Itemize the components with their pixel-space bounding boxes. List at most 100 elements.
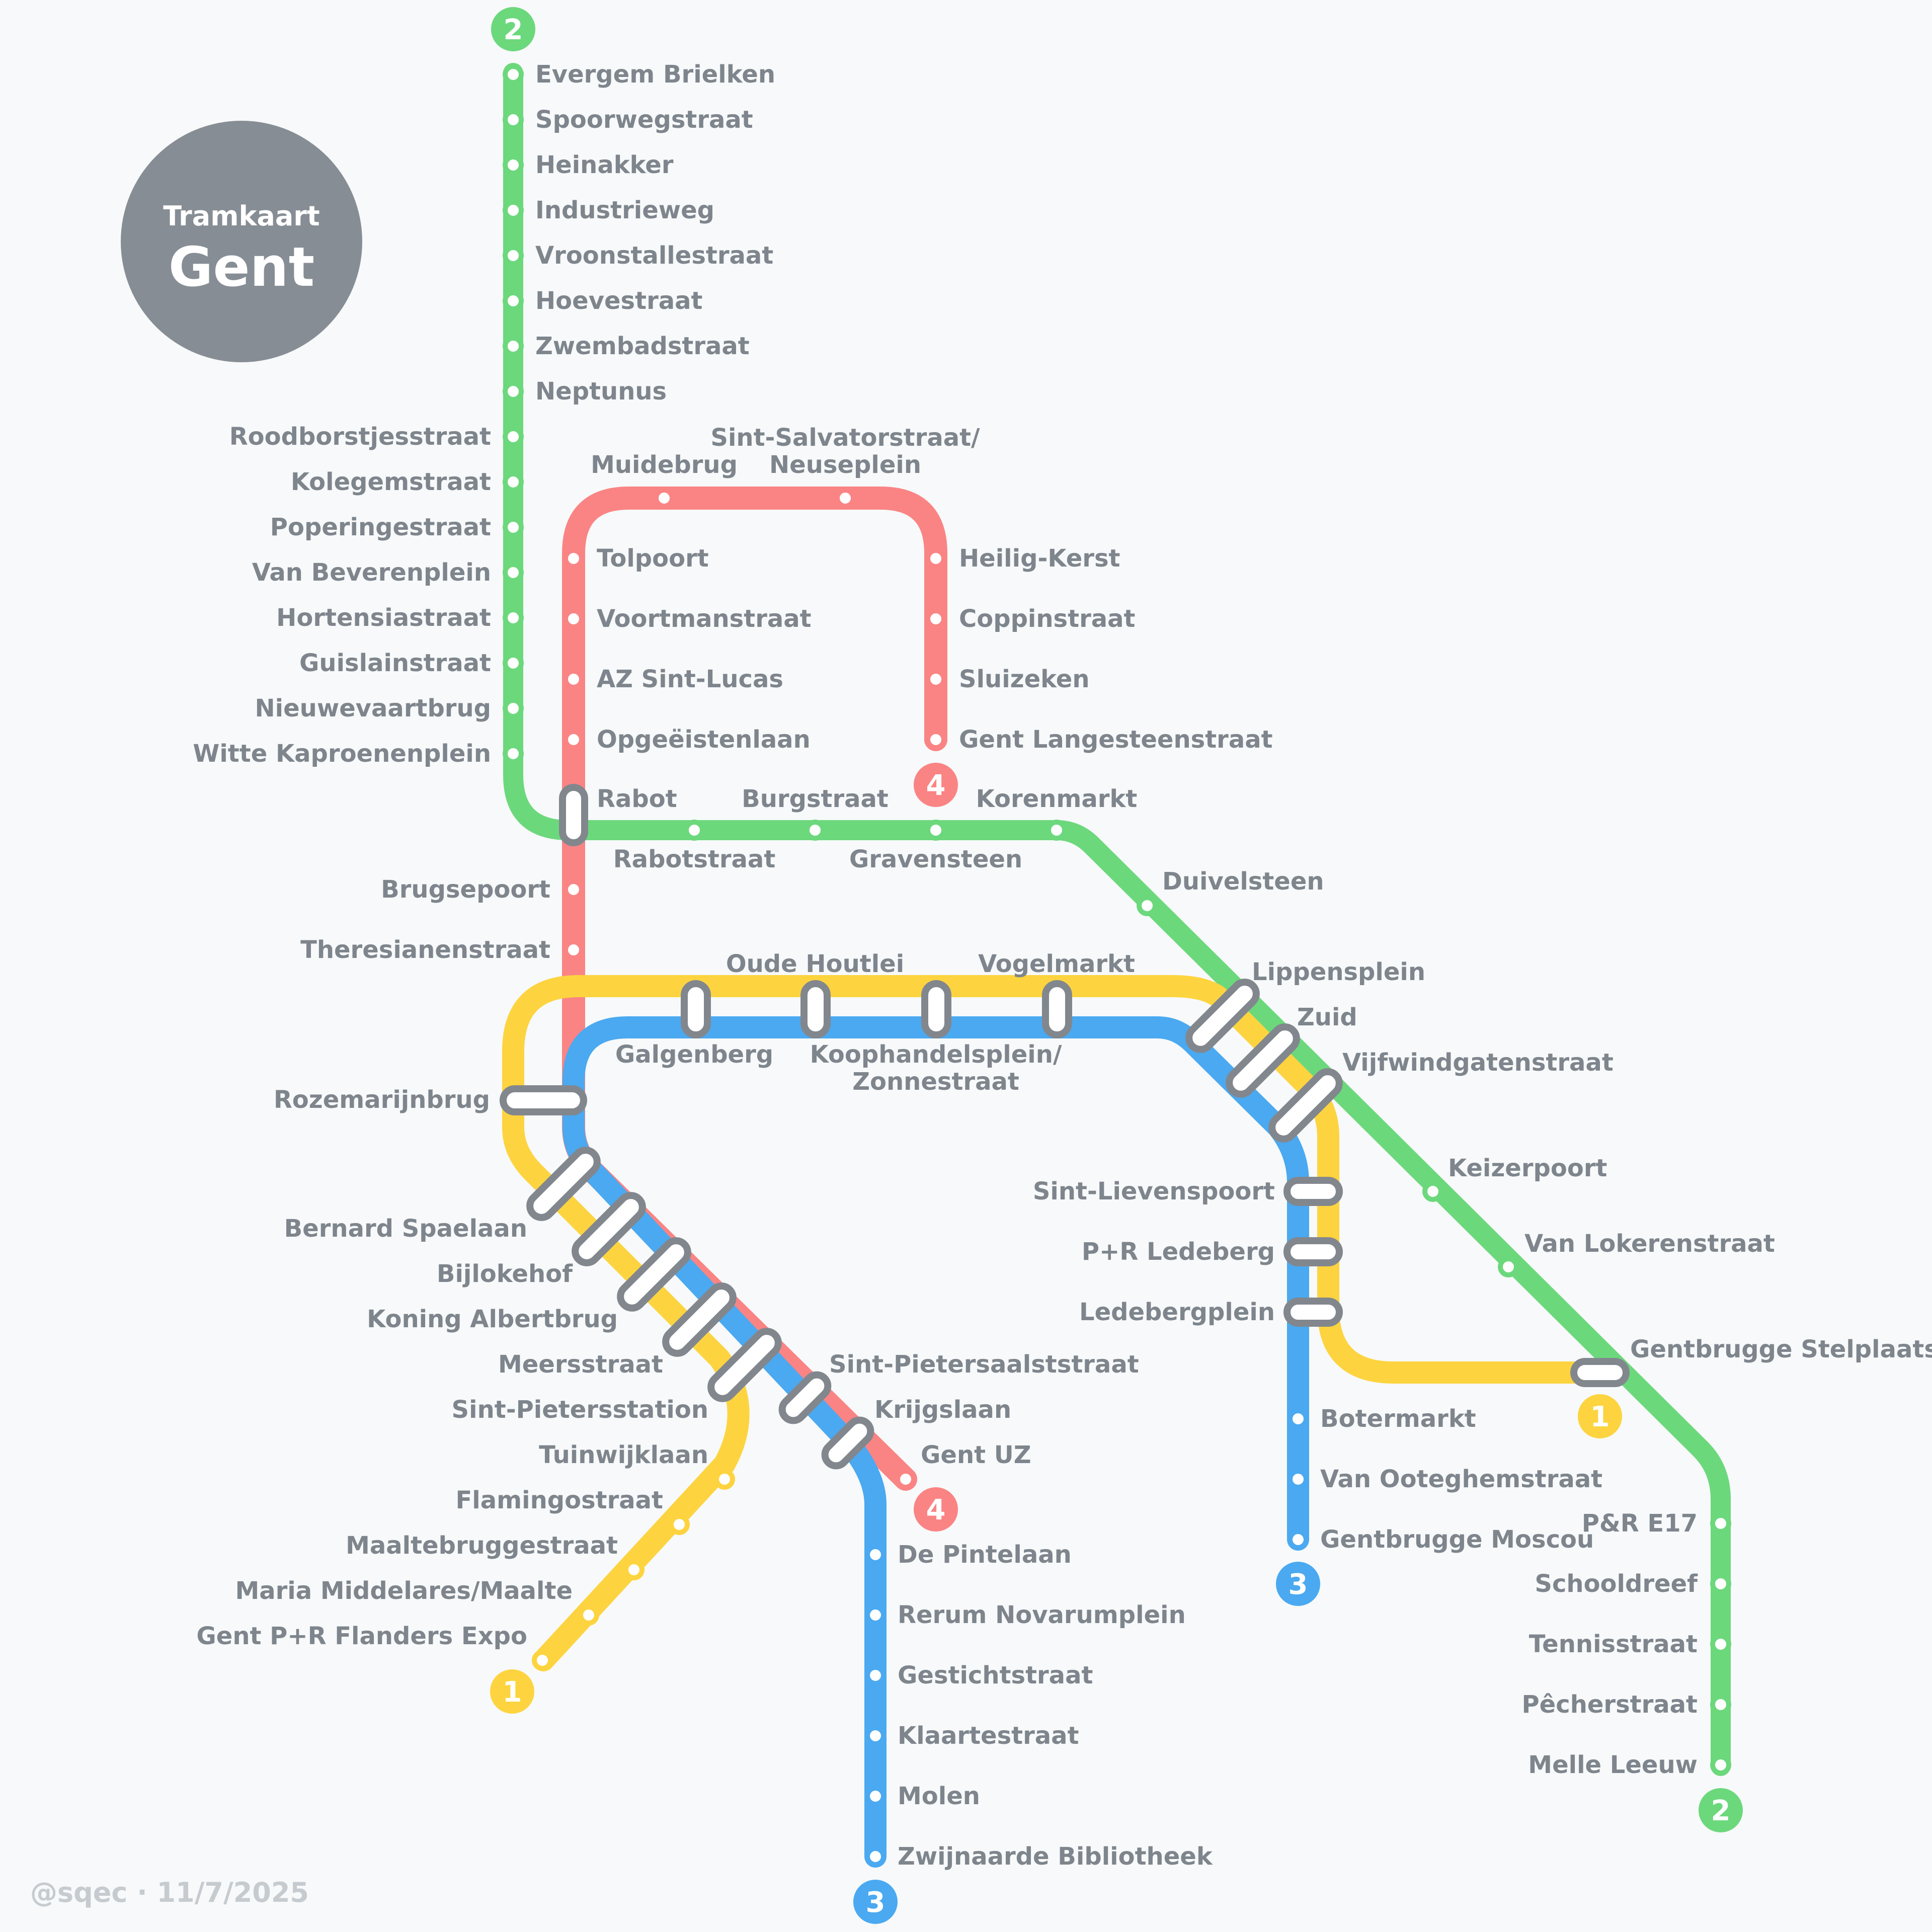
station-dot	[503, 517, 524, 538]
terminus-badge-line-3-east: 3	[1276, 1562, 1320, 1606]
station-dot	[865, 1786, 886, 1807]
station-label: Keizerpoort	[1448, 1154, 1607, 1182]
station-dot	[503, 426, 524, 447]
station-label: Tennisstraat	[1529, 1630, 1698, 1658]
station-dot	[503, 245, 524, 266]
station-label: Theresianenstraat	[300, 936, 550, 964]
station-dot	[1710, 1573, 1731, 1594]
station-label: Heilig-Kerst	[959, 544, 1120, 573]
interchange-koning-albertbrug	[617, 1237, 691, 1312]
interchanges	[500, 784, 1630, 1470]
station-label: Maaltebruggestraat	[346, 1532, 618, 1560]
station-dot	[669, 1514, 690, 1535]
station-label: Spoorwegstraat	[535, 106, 753, 134]
station-label: Van Ooteghemstraat	[1320, 1465, 1602, 1493]
station-dot	[503, 743, 524, 764]
title-small: Tramkaart	[163, 200, 319, 232]
station-label: Roodborstjesstraat	[229, 423, 491, 451]
station-label: Van Lokerenstraat	[1524, 1230, 1775, 1258]
title-big: Gent	[169, 236, 314, 299]
station-label: Bijlokehof	[437, 1260, 573, 1288]
station-label: Molen	[898, 1782, 980, 1810]
station-dot	[865, 1665, 886, 1686]
station-dot	[804, 820, 826, 841]
station-dot	[1287, 1529, 1309, 1550]
station-dot	[503, 471, 524, 493]
station-dot	[563, 729, 584, 750]
station-label: Gent Langesteenstraat	[959, 726, 1273, 754]
station-label: P&R E17	[1582, 1509, 1698, 1538]
station-dot	[1287, 1469, 1309, 1490]
badge-number: 3	[1289, 1568, 1308, 1601]
station-dot	[925, 820, 946, 841]
station-label: Rabot	[597, 785, 677, 813]
station-dot	[578, 1604, 599, 1626]
station-dot	[1287, 1408, 1309, 1429]
station-dot	[865, 1544, 886, 1565]
station-dot	[503, 562, 524, 583]
station-label: Koning Albertbrug	[367, 1305, 618, 1333]
station-label: Duivelsteen	[1162, 867, 1324, 896]
station-label: AZ Sint-Lucas	[597, 665, 783, 693]
station-label: Gentbrugge Stelplaats	[1630, 1335, 1932, 1363]
station-label: Rozemarijnbrug	[274, 1086, 490, 1114]
station-label: Oude Houtlei	[726, 950, 904, 978]
interchange-sint-pietersstation	[707, 1328, 782, 1402]
station-label: Bernard Spaelaan	[284, 1215, 527, 1243]
interchange-sint-lievenspoort	[1283, 1177, 1343, 1206]
station-label: Muidebrug	[591, 451, 738, 479]
terminus-badge-line-2-south: 2	[1699, 1788, 1743, 1832]
station-label: Zuid	[1297, 1003, 1357, 1031]
station-dot	[1710, 1754, 1731, 1776]
interchange-gentbrugge-stelplaats	[1570, 1358, 1630, 1387]
station-label: Schooldreef	[1535, 1570, 1698, 1598]
station-dot	[563, 608, 584, 629]
station-label: Krijgslaan	[874, 1396, 1011, 1424]
station-label: Flamingostraat	[455, 1486, 663, 1514]
station-label: Meersstraat	[498, 1350, 663, 1379]
station-dot	[563, 879, 584, 900]
interchange-lippensplein	[1185, 979, 1260, 1053]
interchange-oude-houtlei	[800, 980, 831, 1038]
station-label: Sluizeken	[959, 665, 1090, 693]
station-label: Neuseplein	[769, 451, 921, 479]
station-label: Burgstraat	[742, 785, 889, 813]
station-dot	[865, 1725, 886, 1746]
badge-number: 1	[503, 1676, 522, 1709]
station-label: Tolpoort	[597, 544, 709, 573]
station-label: Koophandelsplein/	[810, 1040, 1062, 1069]
station-label: Brugsepoort	[381, 875, 550, 904]
station-dot	[1046, 820, 1067, 841]
station-label: Zwijnaarde Bibliotheek	[898, 1842, 1213, 1871]
station-dot	[895, 1469, 916, 1490]
terminus-badge-line-4-south: 4	[914, 1487, 958, 1532]
station-dot	[714, 1469, 735, 1490]
station-label: Industrieweg	[535, 196, 714, 224]
station-label: Gravensteen	[849, 845, 1022, 873]
terminus-badges: 2 4 4 1 1 3 3 2	[490, 7, 1743, 1924]
station-dot	[925, 669, 946, 690]
station-label: Nieuwevaartbrug	[255, 694, 492, 722]
station-dot	[654, 488, 675, 509]
station-label: Coppinstraat	[959, 605, 1135, 633]
interchange-rabot	[559, 784, 588, 846]
interchange-zuid	[1226, 1023, 1300, 1098]
interchange-ledebergplein	[1283, 1298, 1343, 1327]
station-label: Vogelmarkt	[978, 950, 1135, 978]
station-label: Zonnestraat	[852, 1068, 1019, 1096]
station-label: Witte Kaproenenplein	[193, 740, 491, 768]
station-label: Maria Middelares/Maalte	[235, 1577, 573, 1605]
interchange-bernard-spaelaan	[526, 1147, 601, 1221]
station-dot	[503, 607, 524, 628]
station-label: Sint-Salvatorstraat/	[710, 424, 980, 452]
station-label: Vijfwindgatenstraat	[1342, 1049, 1614, 1077]
station-label: Hortensiastraat	[276, 604, 491, 632]
station-label: Zwembadstraat	[535, 332, 750, 360]
terminus-badge-line-4-north: 4	[914, 763, 958, 807]
station-dot	[503, 154, 524, 176]
station-label: Gentbrugge Moscou	[1320, 1525, 1594, 1554]
station-dot	[865, 1604, 886, 1626]
interchange-meersstraat	[662, 1282, 737, 1357]
station-dot	[503, 109, 524, 130]
station-label: Heinakker	[535, 151, 674, 179]
